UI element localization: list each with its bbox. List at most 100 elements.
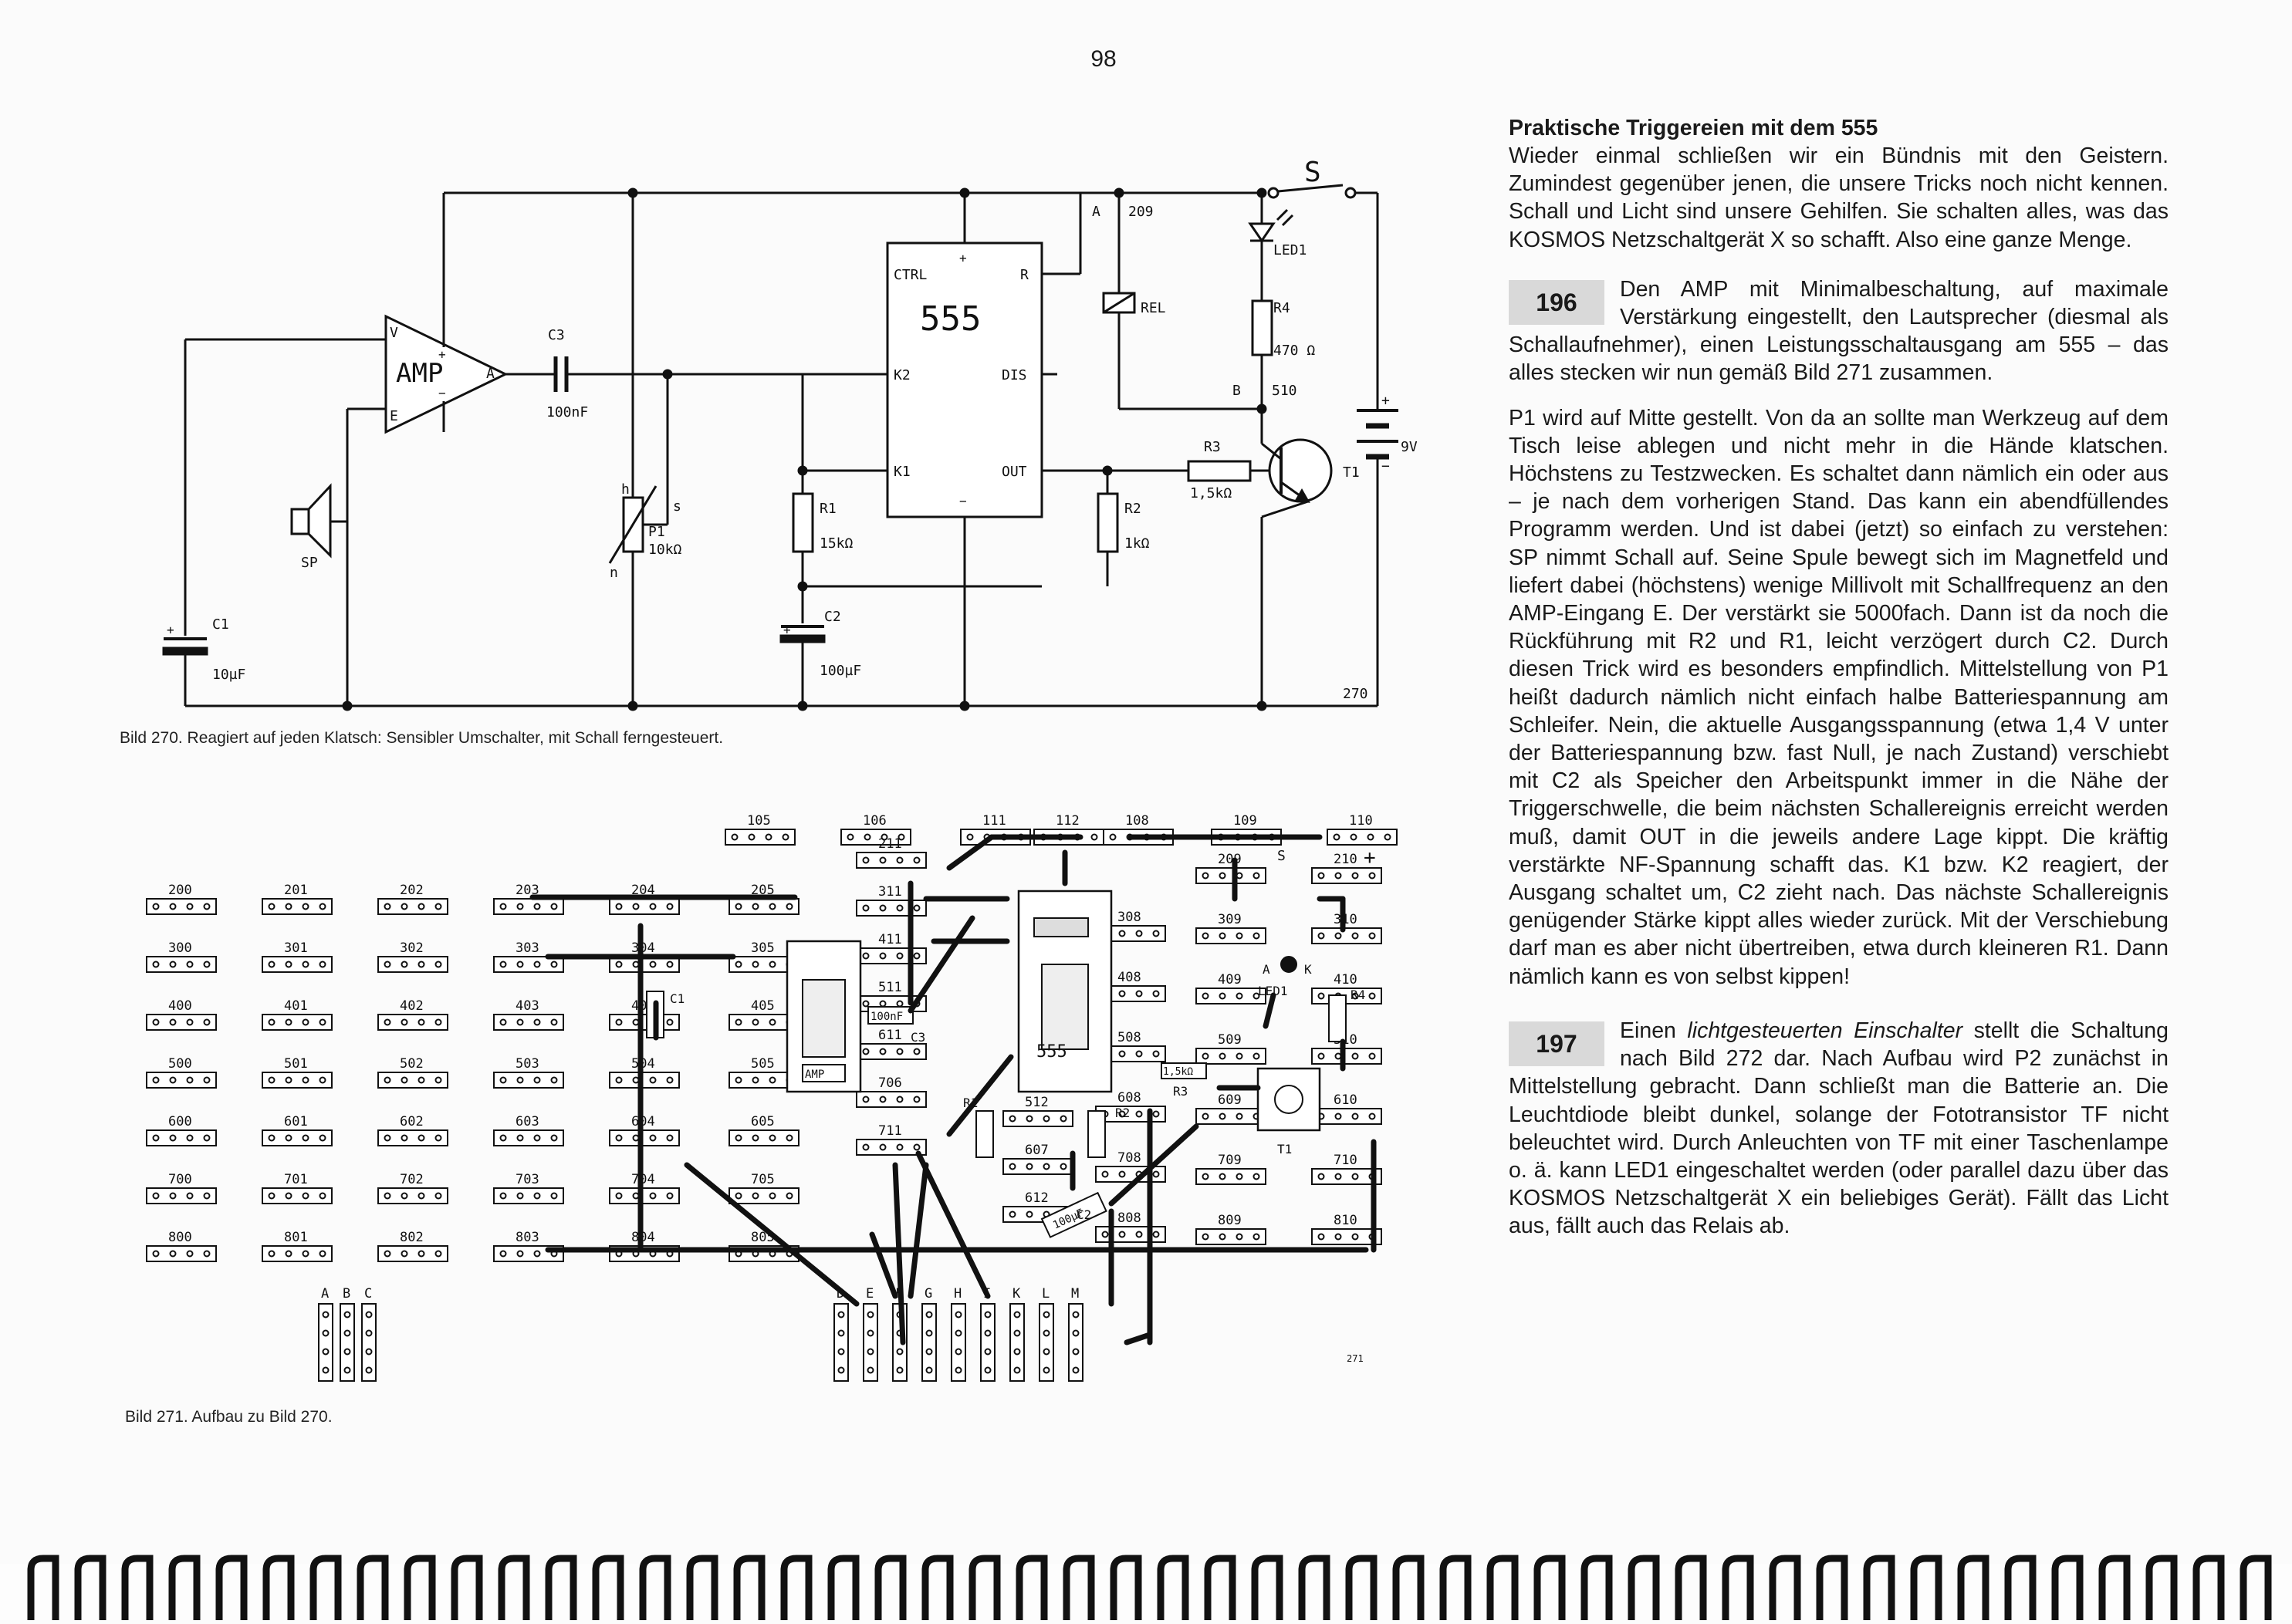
r2-label: R2 bbox=[1124, 501, 1141, 517]
terminal-hole bbox=[186, 961, 194, 968]
strip-label: 108 bbox=[1125, 813, 1149, 829]
terminal-strip-710 bbox=[1311, 1168, 1382, 1185]
terminal-hole bbox=[615, 903, 623, 910]
terminal-hole bbox=[786, 903, 793, 910]
terminal-hole bbox=[203, 1192, 211, 1200]
terminal-hole bbox=[302, 1134, 309, 1142]
terminal-hole bbox=[731, 833, 739, 841]
terminal-hole bbox=[302, 1018, 309, 1026]
terminal-hole bbox=[1334, 932, 1342, 940]
terminal-strip-703 bbox=[493, 1187, 564, 1204]
strip-label: 301 bbox=[284, 940, 308, 956]
terminal-hole bbox=[322, 1311, 330, 1318]
binding-coil bbox=[2145, 1555, 2178, 1620]
terminal-hole bbox=[769, 903, 776, 910]
binding-coil bbox=[2051, 1555, 2084, 1620]
terminal-strip-802 bbox=[377, 1245, 448, 1262]
terminal-hole bbox=[268, 1134, 276, 1142]
terminal-hole bbox=[1219, 1052, 1226, 1060]
terminal-hole bbox=[1135, 930, 1143, 937]
terminal-hole bbox=[862, 952, 870, 960]
terminal-hole bbox=[615, 1076, 623, 1084]
terminal-hole bbox=[879, 904, 887, 912]
terminal-hole bbox=[1317, 1233, 1325, 1241]
strip-label: 403 bbox=[516, 998, 539, 1014]
terminal-hole bbox=[319, 961, 326, 968]
terminal-strip-512 bbox=[1002, 1110, 1073, 1127]
r4-label: R4 bbox=[1273, 300, 1290, 316]
terminal-hole bbox=[1252, 1173, 1260, 1180]
terminal-hole bbox=[1152, 1110, 1160, 1118]
terminal-hole bbox=[434, 903, 442, 910]
letter-strip-label: C bbox=[364, 1286, 372, 1302]
strip-label: 802 bbox=[400, 1230, 424, 1245]
letter-strip-D bbox=[833, 1303, 849, 1382]
terminal-hole bbox=[268, 903, 276, 910]
terminal-hole bbox=[1368, 992, 1376, 1000]
figure-270-id: 270 bbox=[1343, 686, 1368, 702]
terminal-hole bbox=[1009, 1210, 1016, 1218]
terminal-hole bbox=[1334, 872, 1342, 880]
terminal-strip-400 bbox=[146, 1014, 217, 1031]
terminal-strip-600 bbox=[146, 1129, 217, 1146]
terminal-hole bbox=[550, 1018, 558, 1026]
binding-coil bbox=[498, 1555, 530, 1620]
letter-strip-label: H bbox=[954, 1286, 962, 1302]
terminal-hole bbox=[365, 1329, 373, 1337]
terminal-strip-309 bbox=[1195, 927, 1266, 944]
terminal-hole bbox=[735, 1076, 742, 1084]
terminal-hole bbox=[896, 1096, 904, 1103]
terminal-hole bbox=[516, 1134, 524, 1142]
terminal-hole bbox=[319, 1192, 326, 1200]
terminal-hole bbox=[1013, 1329, 1021, 1337]
terminal-hole bbox=[401, 1192, 408, 1200]
terminal-hole bbox=[913, 1048, 921, 1055]
terminal-hole bbox=[203, 1018, 211, 1026]
terminal-hole bbox=[285, 1250, 292, 1258]
terminal-hole bbox=[384, 903, 391, 910]
terminal-hole bbox=[401, 1250, 408, 1258]
caption-figure-270: Bild 270. Reagiert auf jeden Klatsch: Se… bbox=[120, 729, 724, 747]
terminal-hole bbox=[879, 856, 887, 864]
terminal-strip-300 bbox=[146, 956, 217, 973]
strip-label: 709 bbox=[1218, 1153, 1242, 1168]
page-number: 98 bbox=[1090, 46, 1117, 72]
terminal-strip-409 bbox=[1195, 988, 1266, 1004]
terminal-hole bbox=[1317, 992, 1325, 1000]
terminal-hole bbox=[867, 1329, 874, 1337]
terminal-hole bbox=[925, 1329, 933, 1337]
terminal-hole bbox=[925, 1366, 933, 1374]
led1-label: LED1 bbox=[1273, 242, 1307, 258]
binding-coil bbox=[1863, 1555, 1895, 1620]
strip-label: 401 bbox=[284, 998, 308, 1014]
terminal-hole bbox=[434, 1192, 442, 1200]
terminal-hole bbox=[649, 903, 657, 910]
terminal-hole bbox=[322, 1366, 330, 1374]
exp197-text-b: stellt die Schaltung nach Bild 272 dar. … bbox=[1509, 1018, 2169, 1239]
terminal-strip-301 bbox=[262, 956, 333, 973]
strip-label: 409 bbox=[1218, 972, 1242, 988]
terminal-hole bbox=[925, 1311, 933, 1318]
relay-b-label: B bbox=[1232, 383, 1241, 399]
binding-coil bbox=[639, 1555, 671, 1620]
terminal-strip-605 bbox=[729, 1129, 799, 1146]
terminal-hole bbox=[319, 903, 326, 910]
terminal-hole bbox=[735, 1134, 742, 1142]
terminal-hole bbox=[649, 1192, 657, 1200]
terminal-hole bbox=[1118, 990, 1126, 998]
terminal-hole bbox=[1060, 1163, 1067, 1170]
binding-coil bbox=[1392, 1555, 1425, 1620]
terminal-hole bbox=[319, 1018, 326, 1026]
strip-label: 203 bbox=[516, 883, 539, 898]
strip-label: 601 bbox=[284, 1114, 308, 1129]
terminal-hole bbox=[862, 1000, 870, 1008]
terminal-hole bbox=[925, 1348, 933, 1356]
r3-part-value: 1,5kΩ bbox=[1163, 1066, 1193, 1078]
letter-strip-B bbox=[340, 1303, 355, 1382]
strip-label: 305 bbox=[751, 940, 775, 956]
binding-coil bbox=[1486, 1555, 1519, 1620]
binding-coil bbox=[404, 1555, 436, 1620]
p1-s-label: s bbox=[673, 498, 681, 515]
binding-coil bbox=[1957, 1555, 1989, 1620]
node-209-label: 209 bbox=[1128, 204, 1154, 220]
